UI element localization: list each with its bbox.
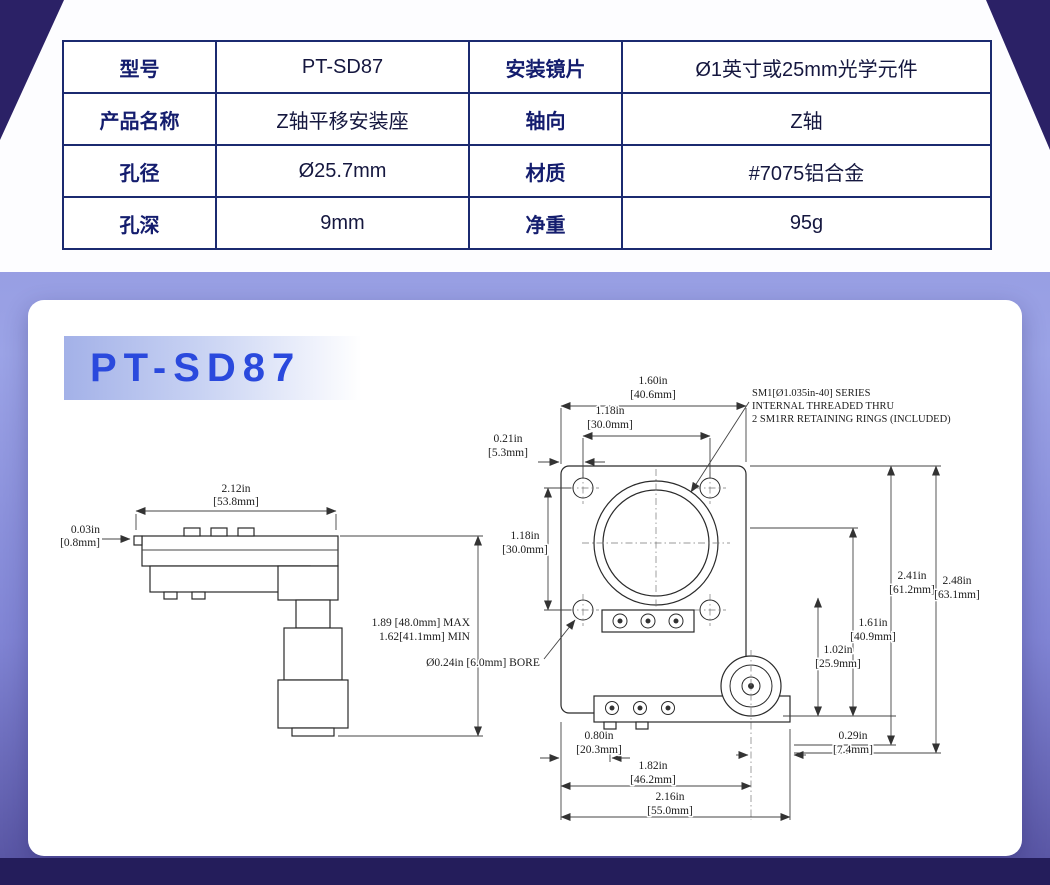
front-view: [560, 465, 791, 820]
dim-label: [20.3mm]: [576, 744, 622, 756]
dim-label: [0.8mm]: [60, 537, 100, 549]
spec-label: 孔径: [62, 144, 217, 198]
dim-label: [7.4mm]: [833, 744, 873, 756]
dim-label: [40.6mm]: [630, 389, 676, 401]
dim-label: 1.02in: [823, 644, 852, 656]
dim-label: 2.12in: [221, 483, 250, 495]
spec-label: 产品名称: [62, 92, 217, 146]
spec-value: PT-SD87: [215, 40, 470, 94]
corner-decoration-right: [986, 0, 1050, 150]
dim-label: [63.1mm]: [934, 589, 980, 601]
dim-label: 1.62[41.1mm] MIN: [379, 631, 471, 643]
side-view-dimensions: 2.12in [53.8mm] 0.03in [0.8mm] 1.89 [48.…: [59, 482, 483, 737]
annotation: SM1[Ø1.035in-40] SERIES: [752, 388, 871, 399]
spec-value: Ø1英寸或25mm光学元件: [621, 40, 992, 94]
dim-label: 0.21in: [493, 433, 522, 445]
front-view-dimensions: 1.60in [40.6mm] 1.18in [30.0mm] 0.21in […: [425, 374, 981, 821]
dim-label: 0.03in: [71, 524, 100, 536]
dim-label: [25.9mm]: [815, 658, 861, 670]
spec-label: 型号: [62, 40, 217, 94]
table-row: 孔深 9mm 净重 95g: [62, 196, 992, 250]
spec-label: 安装镜片: [468, 40, 623, 94]
dim-label: 2.16in: [655, 791, 684, 803]
table-row: 型号 PT-SD87 安装镜片 Ø1英寸或25mm光学元件: [62, 40, 992, 94]
spec-label: 材质: [468, 144, 623, 198]
technical-drawing: 2.12in [53.8mm] 0.03in [0.8mm] 1.89 [48.…: [59, 374, 981, 821]
spec-value: #7075铝合金: [621, 144, 992, 198]
annotation: Ø0.24in [6.0mm] BORE: [426, 657, 540, 669]
dim-label: 1.18in: [510, 530, 539, 542]
dim-label: [55.0mm]: [647, 805, 693, 817]
spec-label: 孔深: [62, 196, 217, 250]
dim-label: [53.8mm]: [213, 496, 259, 508]
spec-table: 型号 PT-SD87 安装镜片 Ø1英寸或25mm光学元件 产品名称 Z轴平移安…: [62, 40, 992, 250]
dim-label: 1.18in: [595, 405, 624, 417]
dim-label: 0.80in: [584, 730, 613, 742]
annotation: 2 SM1RR RETAINING RINGS (INCLUDED): [752, 414, 951, 425]
spec-value: Z轴: [621, 92, 992, 146]
spec-label: 净重: [468, 196, 623, 250]
dim-label: 0.29in: [838, 730, 867, 742]
dim-label: [30.0mm]: [587, 419, 633, 431]
spec-value: 9mm: [215, 196, 470, 250]
dim-label: 1.89 [48.0mm] MAX: [372, 617, 471, 629]
dim-label: [61.2mm]: [889, 584, 935, 596]
top-section: 型号 PT-SD87 安装镜片 Ø1英寸或25mm光学元件 产品名称 Z轴平移安…: [0, 0, 1050, 272]
spec-value: Ø25.7mm: [215, 144, 470, 198]
table-row: 孔径 Ø25.7mm 材质 #7075铝合金: [62, 144, 992, 198]
dim-label: 2.48in: [942, 575, 971, 587]
spec-label: 轴向: [468, 92, 623, 146]
side-view: [133, 527, 349, 737]
bottom-bar: [0, 858, 1050, 885]
dim-label: 2.41in: [897, 570, 926, 582]
content-panel: PT-SD87: [28, 300, 1022, 856]
dim-label: [40.9mm]: [850, 631, 896, 643]
annotation: INTERNAL THREADED THRU: [752, 401, 895, 412]
dim-label: [46.2mm]: [630, 774, 676, 786]
dim-label: [5.3mm]: [488, 447, 528, 459]
spec-value: Z轴平移安装座: [215, 92, 470, 146]
corner-decoration-left: [0, 0, 64, 140]
table-row: 产品名称 Z轴平移安装座 轴向 Z轴: [62, 92, 992, 146]
model-title: PT-SD87: [90, 345, 302, 390]
dim-label: 1.60in: [638, 375, 667, 387]
dim-label: 1.82in: [638, 760, 667, 772]
dim-label: 1.61in: [858, 617, 887, 629]
dim-label: [30.0mm]: [502, 544, 548, 556]
model-title-badge: PT-SD87: [64, 336, 374, 400]
spec-value: 95g: [621, 196, 992, 250]
